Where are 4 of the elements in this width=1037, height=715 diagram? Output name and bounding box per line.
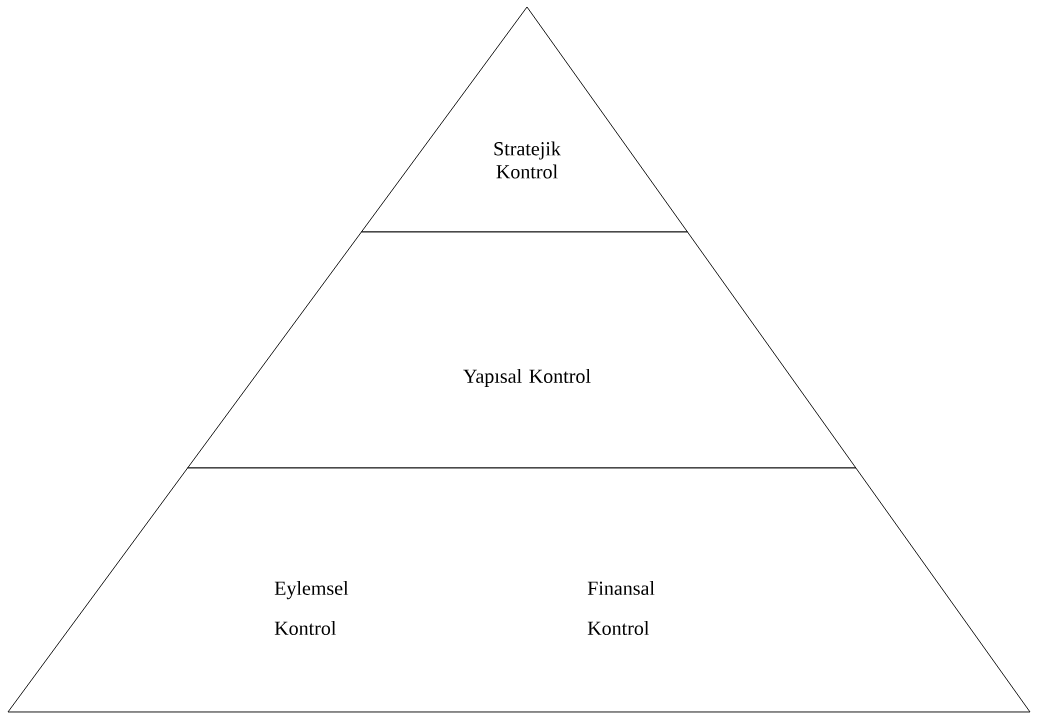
pyramid-level: Stratejik Kontrol — [360, 6, 688, 233]
node-label: Eylemsel Kontrol — [274, 580, 349, 636]
pyramid-level: Eylemsel Kontrol Finansal Kontrol — [7, 467, 1031, 713]
node-label: Finansal Kontrol — [587, 580, 655, 636]
